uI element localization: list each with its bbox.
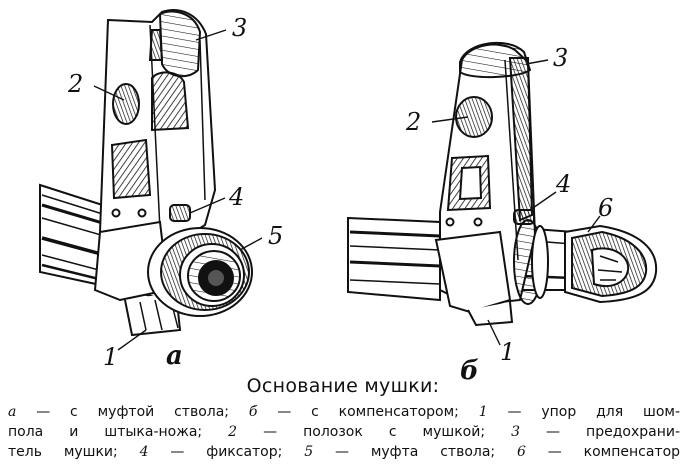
legend-text: — полозок с мушкой;: [237, 424, 512, 440]
caption-title: Основание мушки:: [246, 375, 440, 397]
legend-key: 6: [517, 444, 526, 460]
legend-text: тель мушки;: [8, 444, 140, 460]
callout-b-3: 3: [553, 44, 569, 72]
figure-b-collar: [513, 219, 549, 305]
legend-text: пола и штыка-ножа;: [8, 424, 229, 440]
legend-text: — предохрани-: [520, 424, 680, 440]
caption-legend: а — с муфтой ствола; б — с компенсатором…: [8, 402, 680, 462]
legend-key: 1: [478, 404, 488, 420]
callout-a-2: 2: [68, 70, 84, 98]
callout-b-1: 1: [500, 338, 516, 366]
callout-a-3: 3: [232, 14, 248, 42]
legend-key: б: [248, 404, 258, 420]
callout-a-1: 1: [103, 343, 119, 371]
legend-text: — с компенсатором;: [257, 404, 479, 420]
legend-text: — компенсатор: [525, 444, 681, 460]
legend-text: — с муфтой ствола;: [16, 404, 249, 420]
legend-key: а: [8, 404, 17, 420]
figure-a-sight-post: [93, 9, 217, 337]
figure-a-muzzle-sleeve: [147, 227, 253, 317]
legend-line: тель мушки; 4 — фиксатор; 5 — муфта ство…: [8, 442, 680, 462]
legend-key: 2: [228, 424, 238, 440]
figure-a-latch: [169, 204, 191, 222]
figure-b-drawing: [347, 41, 658, 346]
figure-b-compensator: [564, 224, 658, 304]
legend-key: 5: [304, 444, 314, 460]
figure-a-letter: а: [166, 341, 183, 371]
legend-line: пола и штыка-ножа; 2 — полозок с мушкой;…: [8, 422, 680, 442]
legend-text: — фиксатор;: [148, 444, 305, 460]
figure-b-leader-lines: [431, 59, 601, 346]
legend-text: — упор для шом-: [487, 404, 681, 420]
figure-a-drawing: [39, 9, 263, 351]
legend-key: 4: [139, 444, 149, 460]
callout-a-4: 4: [229, 183, 245, 211]
callout-a-5: 5: [268, 222, 284, 250]
callout-b-6: 6: [598, 194, 614, 222]
figure-b-sight-post: [434, 41, 537, 327]
legend-text: — муфта ствола;: [313, 444, 518, 460]
front-sight-base-illustration: [39, 9, 658, 351]
callout-b-4: 4: [556, 170, 572, 198]
callout-b-2: 2: [406, 108, 422, 136]
figure-a-leader-lines: [93, 29, 263, 351]
figure-b-letter: б: [460, 356, 479, 386]
legend-key: 3: [511, 424, 520, 440]
legend-line: а — с муфтой ствола; б — с компенсатором…: [8, 402, 680, 422]
